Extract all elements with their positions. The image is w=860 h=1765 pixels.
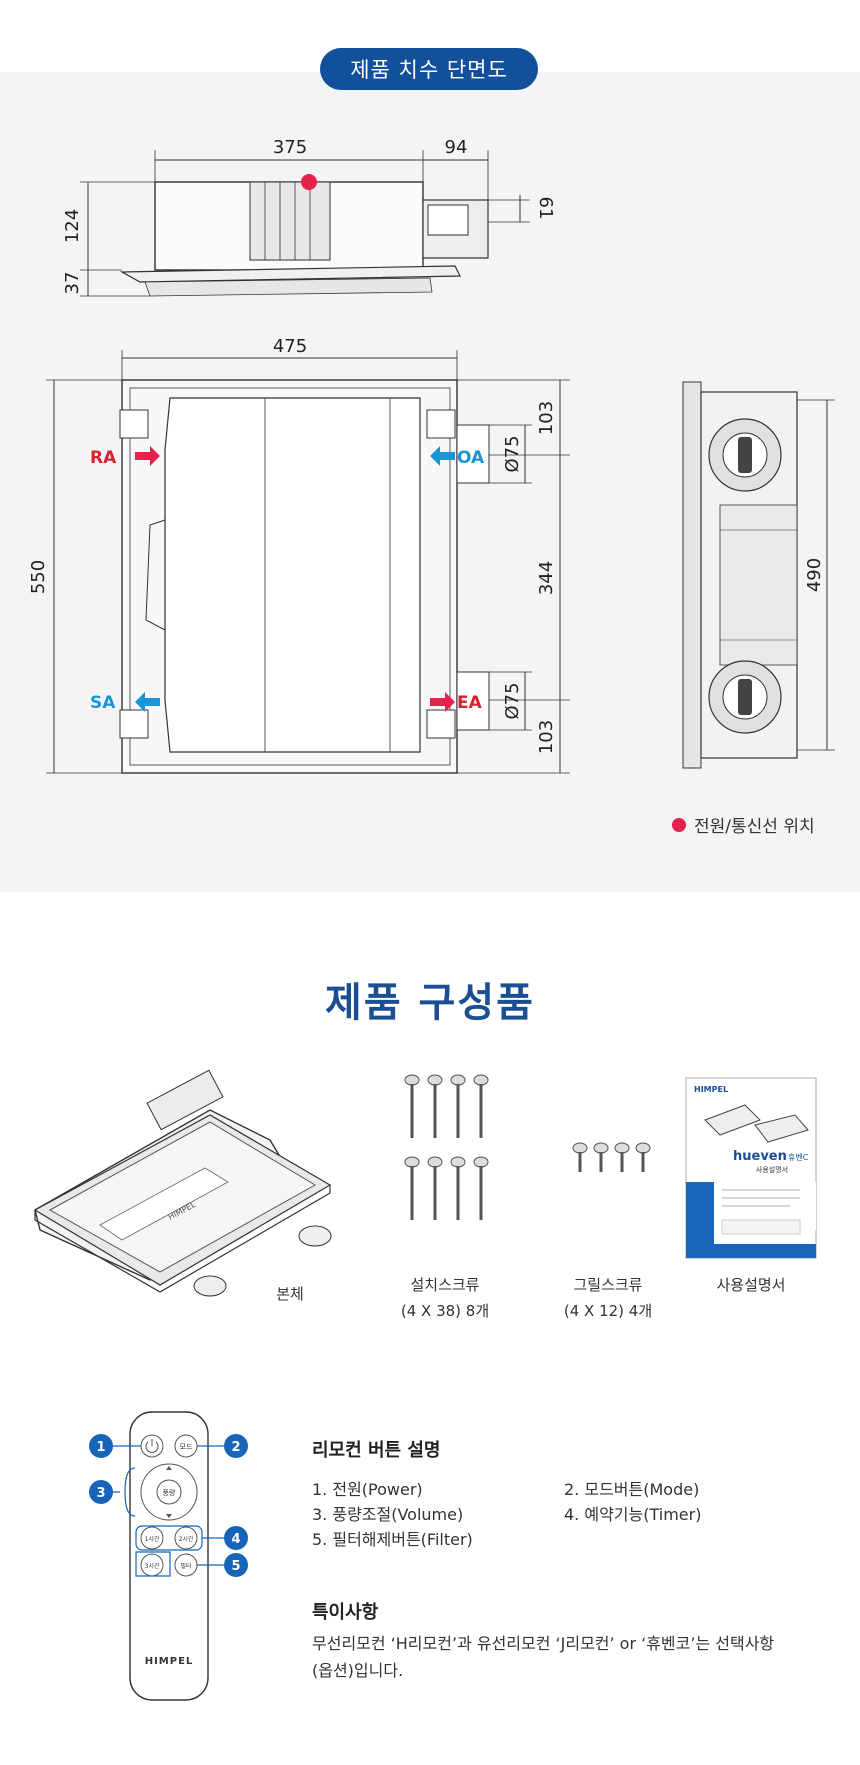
grille-screws-name: 그릴스크류: [573, 1276, 643, 1294]
component-manual-caption: 사용설명서: [716, 1276, 786, 1294]
dimension-badge: 제품 치수 단면도: [320, 48, 538, 90]
dim-plan-bottom-offset: 103: [536, 720, 557, 754]
dim-top-right: 94: [445, 137, 468, 158]
legend-text: 전원/통신선 위치: [694, 817, 815, 837]
marker-2-icon: [224, 1434, 248, 1458]
power-location-marker: [301, 174, 317, 190]
components-title: 제품 구성품: [325, 980, 535, 1026]
power-legend: 전원/통신선 위치: [672, 812, 815, 837]
port-ea-label: EA: [457, 693, 483, 713]
side-view: [682, 381, 835, 769]
sa-arrow-icon: [135, 692, 160, 712]
dim-side-height: 490: [804, 558, 825, 592]
section-view: [80, 150, 530, 297]
remote-brand: HIMPEL: [145, 1656, 194, 1667]
ea-arrow-icon: [430, 692, 455, 712]
oa-arrow-icon: [430, 446, 455, 466]
dim-plan-mid: 344: [536, 561, 557, 595]
manual-sub: 휴벤C: [788, 1152, 809, 1162]
grille-screws-spec: (4 X 12) 4개: [563, 1302, 653, 1320]
install-screws-name: 설치스크류: [410, 1276, 480, 1294]
manual-brand-small: HIMPEL: [694, 1085, 728, 1094]
grille-screws-image: [572, 1142, 651, 1172]
timer-3h-label: 3시간: [145, 1562, 160, 1570]
remote-item-timer: 4. 예약기능(Timer): [564, 1505, 702, 1524]
marker-4: 4: [231, 1532, 240, 1547]
marker-5: 5: [231, 1559, 240, 1574]
marker-1: 1: [96, 1440, 105, 1455]
dim-duct-dia-2: Ø75: [502, 682, 523, 719]
dim-plan-top-offset: 103: [536, 401, 557, 435]
timer-1h-label: 1시간: [145, 1535, 160, 1543]
dimension-drawing: 375 94 124 37 61 475 550 103 344 103 Ø75…: [28, 137, 835, 774]
marker-5-icon: [224, 1553, 248, 1577]
marker-1-icon: [89, 1434, 113, 1458]
plan-view: [46, 350, 570, 774]
manual-subtitle: 사용설명서: [756, 1165, 788, 1174]
filter-key-label: 필터: [180, 1562, 191, 1570]
dim-top-height: 124: [62, 209, 83, 243]
install-screws-spec: (4 X 38) 8개: [400, 1302, 490, 1320]
remote-heading: 리모컨 버튼 설명: [312, 1440, 441, 1461]
volume-key-label: 풍량: [163, 1489, 176, 1497]
dim-top-duct: 61: [535, 197, 556, 220]
remote-item-volume: 3. 풍량조절(Volume): [312, 1505, 464, 1524]
marker-3: 3: [96, 1486, 105, 1501]
dim-top-flange: 37: [62, 272, 83, 295]
install-screws-image: [404, 1074, 489, 1220]
marker-3-icon: [89, 1480, 113, 1504]
port-oa-label: OA: [457, 448, 485, 468]
ra-arrow-icon: [135, 446, 160, 466]
remote-item-mode: 2. 모드버튼(Mode): [564, 1480, 700, 1499]
dim-duct-dia-1: Ø75: [502, 435, 523, 472]
legend-dot-icon: [672, 817, 686, 832]
manual-title: hueven: [733, 1149, 787, 1164]
remote-item-filter: 5. 필터해제버튼(Filter): [312, 1530, 473, 1549]
port-sa-label: SA: [90, 693, 116, 713]
component-body-caption: 본체: [276, 1285, 304, 1303]
timer-2h-label: 2시간: [179, 1535, 194, 1543]
dim-top-width: 375: [273, 137, 307, 158]
marker-4-icon: [224, 1526, 248, 1550]
component-grille-screws-caption: 그릴스크류 (4 X 12) 4개: [548, 1272, 668, 1324]
remote-item-power: 1. 전원(Power): [312, 1480, 423, 1499]
manual-image: HIMPEL hueven 휴벤C 사용설명서: [685, 1077, 817, 1259]
component-install-screws-caption: 설치스크류 (4 X 38) 8개: [385, 1272, 505, 1324]
remote-illustration: 모드 풍량 1시간 2시간 3시간 필터 1 2 3 4 5 HIMPEL: [89, 1411, 248, 1701]
dim-plan-width: 475: [273, 336, 307, 357]
main-body-image: HIMPEL: [33, 1069, 332, 1297]
dim-plan-height: 550: [28, 560, 49, 594]
mode-key-label: 모드: [180, 1443, 193, 1451]
notes-heading: 특이사항: [312, 1602, 379, 1623]
components-illustrations: HIMPEL HIMPEL hueven 휴벤C 사용설명서: [33, 1069, 817, 1297]
marker-2: 2: [231, 1440, 240, 1455]
port-ra-label: RA: [90, 448, 117, 468]
notes-text: 무선리모컨 ‘H리모컨’과 유선리모컨 ‘J리모컨’ or ‘휴벤코’는 선택사…: [312, 1634, 775, 1680]
airflow-arrows: [135, 446, 455, 712]
